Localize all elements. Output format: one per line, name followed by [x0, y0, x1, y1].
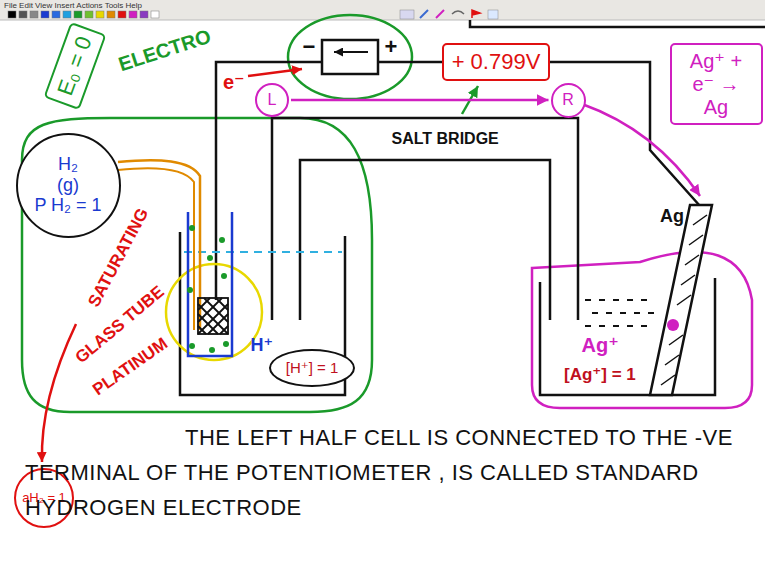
reaction-box: Ag⁺ + e⁻ → Ag	[670, 43, 763, 125]
concentration-ellipse: [H⁺] = 1	[269, 349, 355, 387]
value-box: E₀ = 0	[43, 22, 106, 110]
electron-label: e⁻	[223, 71, 245, 94]
node-text: [H⁺] = 1	[286, 359, 339, 376]
salt-bridge	[272, 118, 578, 320]
node-text: (g)	[57, 175, 79, 196]
terminal-sign: +	[385, 34, 398, 59]
potentiometer	[322, 40, 378, 74]
terminal-sign: −	[303, 34, 316, 59]
node-text: + 0.799V	[452, 49, 541, 74]
wire	[378, 62, 700, 206]
caption-note: THE LEFT HALF CELL IS CONNECTED TO THE -…	[25, 420, 753, 526]
glass-tube	[188, 212, 232, 356]
half-cell-outline	[22, 118, 372, 412]
half-cell-outline	[532, 252, 752, 408]
node-text: R	[562, 91, 574, 109]
node-text: H₂	[58, 154, 78, 175]
value-box: + 0.799V	[442, 43, 550, 81]
toolbar	[0, 0, 765, 20]
part-label: Ag	[660, 206, 684, 227]
node-text: P H₂ = 1	[34, 195, 101, 216]
node-text: E₀ = 0	[53, 33, 98, 99]
platinum-electrode	[198, 298, 228, 334]
ion-label: Ag⁺	[582, 334, 619, 357]
concentration-label: [Ag⁺] = 1	[564, 365, 636, 385]
silver-electrode	[650, 205, 712, 395]
title-fragment: ELECTRO	[116, 24, 214, 75]
part-label: SALT BRIDGE	[392, 130, 499, 148]
gas-circle: H₂(g)P H₂ = 1	[16, 133, 121, 238]
node-text: Ag⁺ + e⁻ → Ag	[679, 50, 753, 119]
menu-bar: File Edit View Insert Actions Tools Help	[4, 1, 142, 10]
ion-label: H⁺	[251, 335, 274, 356]
node-text: L	[268, 91, 277, 109]
side-marker: L	[255, 83, 289, 117]
direction-arrow	[291, 99, 549, 102]
side-marker: R	[551, 83, 586, 118]
